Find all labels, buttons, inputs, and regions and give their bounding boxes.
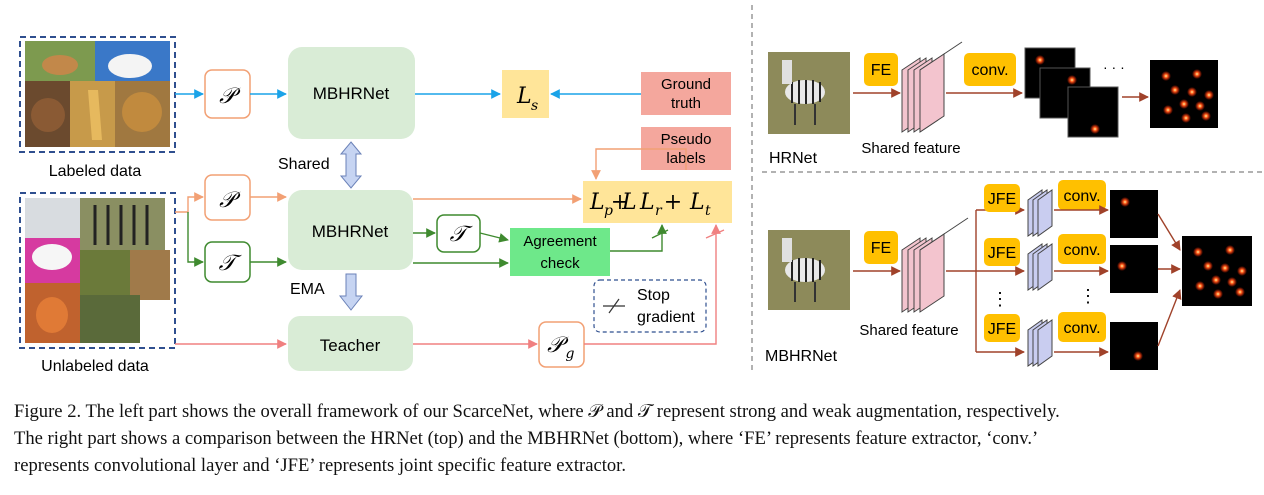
svg-text:· · ·: · · · <box>1103 59 1125 75</box>
shared-feature-label-top: Shared feature <box>861 140 960 157</box>
hrnet-label: HRNet <box>769 150 818 167</box>
shared-feature-stack-bottom <box>901 217 969 313</box>
svg-text:L: L <box>689 190 705 215</box>
stop-gradient-mark-pink <box>705 229 725 239</box>
caption-line-1: Figure 2. The left part shows the overal… <box>14 401 1060 422</box>
svg-text:p: p <box>604 203 613 219</box>
svg-text:Agreement: Agreement <box>523 233 597 250</box>
figure-caption: Figure 2. The left part shows the overal… <box>14 398 1254 479</box>
svg-text:Stop: Stop <box>637 287 670 304</box>
svg-text:JFE: JFE <box>988 191 1016 208</box>
svg-text:Ground: Ground <box>661 76 711 93</box>
unlabeled-data-caption: Unlabeled data <box>41 358 149 375</box>
jfe-row-1: JFE conv. <box>984 180 1158 238</box>
agreement-check-box: Agreement check <box>510 228 610 276</box>
merge-arrows <box>1157 213 1182 347</box>
svg-text:conv.: conv. <box>1063 242 1100 259</box>
shared-feature-label-bottom: Shared feature <box>859 322 958 339</box>
ema-arrow <box>338 273 364 311</box>
svg-text:Pseudo: Pseudo <box>661 131 712 148</box>
stop-gradient-mark-green <box>651 229 669 239</box>
jfe-row-3: JFE conv. <box>984 312 1158 370</box>
strong-aug-path-arrows <box>175 148 687 213</box>
shared-double-arrow <box>339 141 363 189</box>
heatmap-stack-top: · · · <box>1024 47 1125 138</box>
svg-text:check: check <box>540 255 580 272</box>
output-heatmap-bottom <box>1182 236 1252 306</box>
output-heatmap-top <box>1150 60 1218 128</box>
fe-box-top: FE <box>864 53 898 86</box>
svg-text:conv.: conv. <box>1063 188 1100 205</box>
strong-aug-box-mid: 𝒫 <box>204 174 251 221</box>
framework-diagram: Labeled data Unlabeled data 𝒫 𝒫 𝒯 𝒯 𝒫 g <box>19 5 1262 375</box>
unlabeled-data-images <box>19 192 176 349</box>
svg-text:L: L <box>589 190 605 215</box>
jfe-vertical-dots: ⋮ <box>991 289 1009 309</box>
svg-text:MBHRNet: MBHRNet <box>312 222 389 241</box>
mbhrnet-mid-box: MBHRNet <box>288 190 413 270</box>
svg-text:Teacher: Teacher <box>320 336 381 355</box>
labeled-data-caption: Labeled data <box>49 163 142 180</box>
svg-text:t: t <box>705 203 711 219</box>
svg-text:MBHRNet: MBHRNet <box>313 84 390 103</box>
ground-truth-box: Ground truth <box>641 72 731 115</box>
fe-box-bottom: FE <box>864 231 898 264</box>
jfe-row-2: JFE conv. <box>984 234 1158 293</box>
conv-vertical-dots: ⋮ <box>1079 286 1097 306</box>
svg-text:gradient: gradient <box>637 309 695 326</box>
mbhrnet-top-box: MBHRNet <box>288 47 415 139</box>
labeled-data-images <box>19 36 176 153</box>
svg-text:L: L <box>639 190 655 215</box>
svg-text:L: L <box>621 190 637 215</box>
svg-text:JFE: JFE <box>988 321 1016 338</box>
unsupervised-loss-box: L p L L r L t + + <box>583 181 732 223</box>
svg-text:conv.: conv. <box>1063 320 1100 337</box>
supervised-loss-box: L s <box>502 70 549 118</box>
svg-text:FE: FE <box>871 240 891 257</box>
shared-label: Shared <box>278 156 330 173</box>
zebra-image-bottom <box>768 230 850 310</box>
svg-text:+: + <box>664 190 682 215</box>
svg-text:JFE: JFE <box>988 245 1016 262</box>
svg-text:truth: truth <box>671 95 701 112</box>
zebra-image-top <box>768 52 850 134</box>
stop-gradient-legend: Stop gradient <box>593 279 707 333</box>
weak-aug-box-mid: 𝒯 <box>204 241 251 283</box>
teacher-box: Teacher <box>288 316 413 371</box>
pseudo-aug-box: 𝒫 g <box>538 321 585 368</box>
teacher-path-arrows <box>175 224 721 349</box>
ema-label: EMA <box>290 281 325 298</box>
svg-text:s: s <box>531 98 538 114</box>
svg-text:L: L <box>516 84 532 109</box>
svg-text:conv.: conv. <box>971 62 1008 79</box>
conv-box-top: conv. <box>964 53 1016 86</box>
strong-aug-box-top: 𝒫 <box>204 69 251 119</box>
caption-line-3: represents convolutional layer and ‘JFE’… <box>14 455 626 476</box>
shared-feature-stack-top <box>901 41 963 133</box>
svg-text:r: r <box>655 203 663 219</box>
svg-text:g: g <box>566 346 575 362</box>
caption-line-2: The right part shows a comparison betwee… <box>14 428 1039 449</box>
svg-text:FE: FE <box>871 62 891 79</box>
mbhrnet-label: MBHRNet <box>765 348 838 365</box>
svg-text:+: + <box>611 190 629 215</box>
weak-aug-box-right: 𝒯 <box>436 214 481 253</box>
